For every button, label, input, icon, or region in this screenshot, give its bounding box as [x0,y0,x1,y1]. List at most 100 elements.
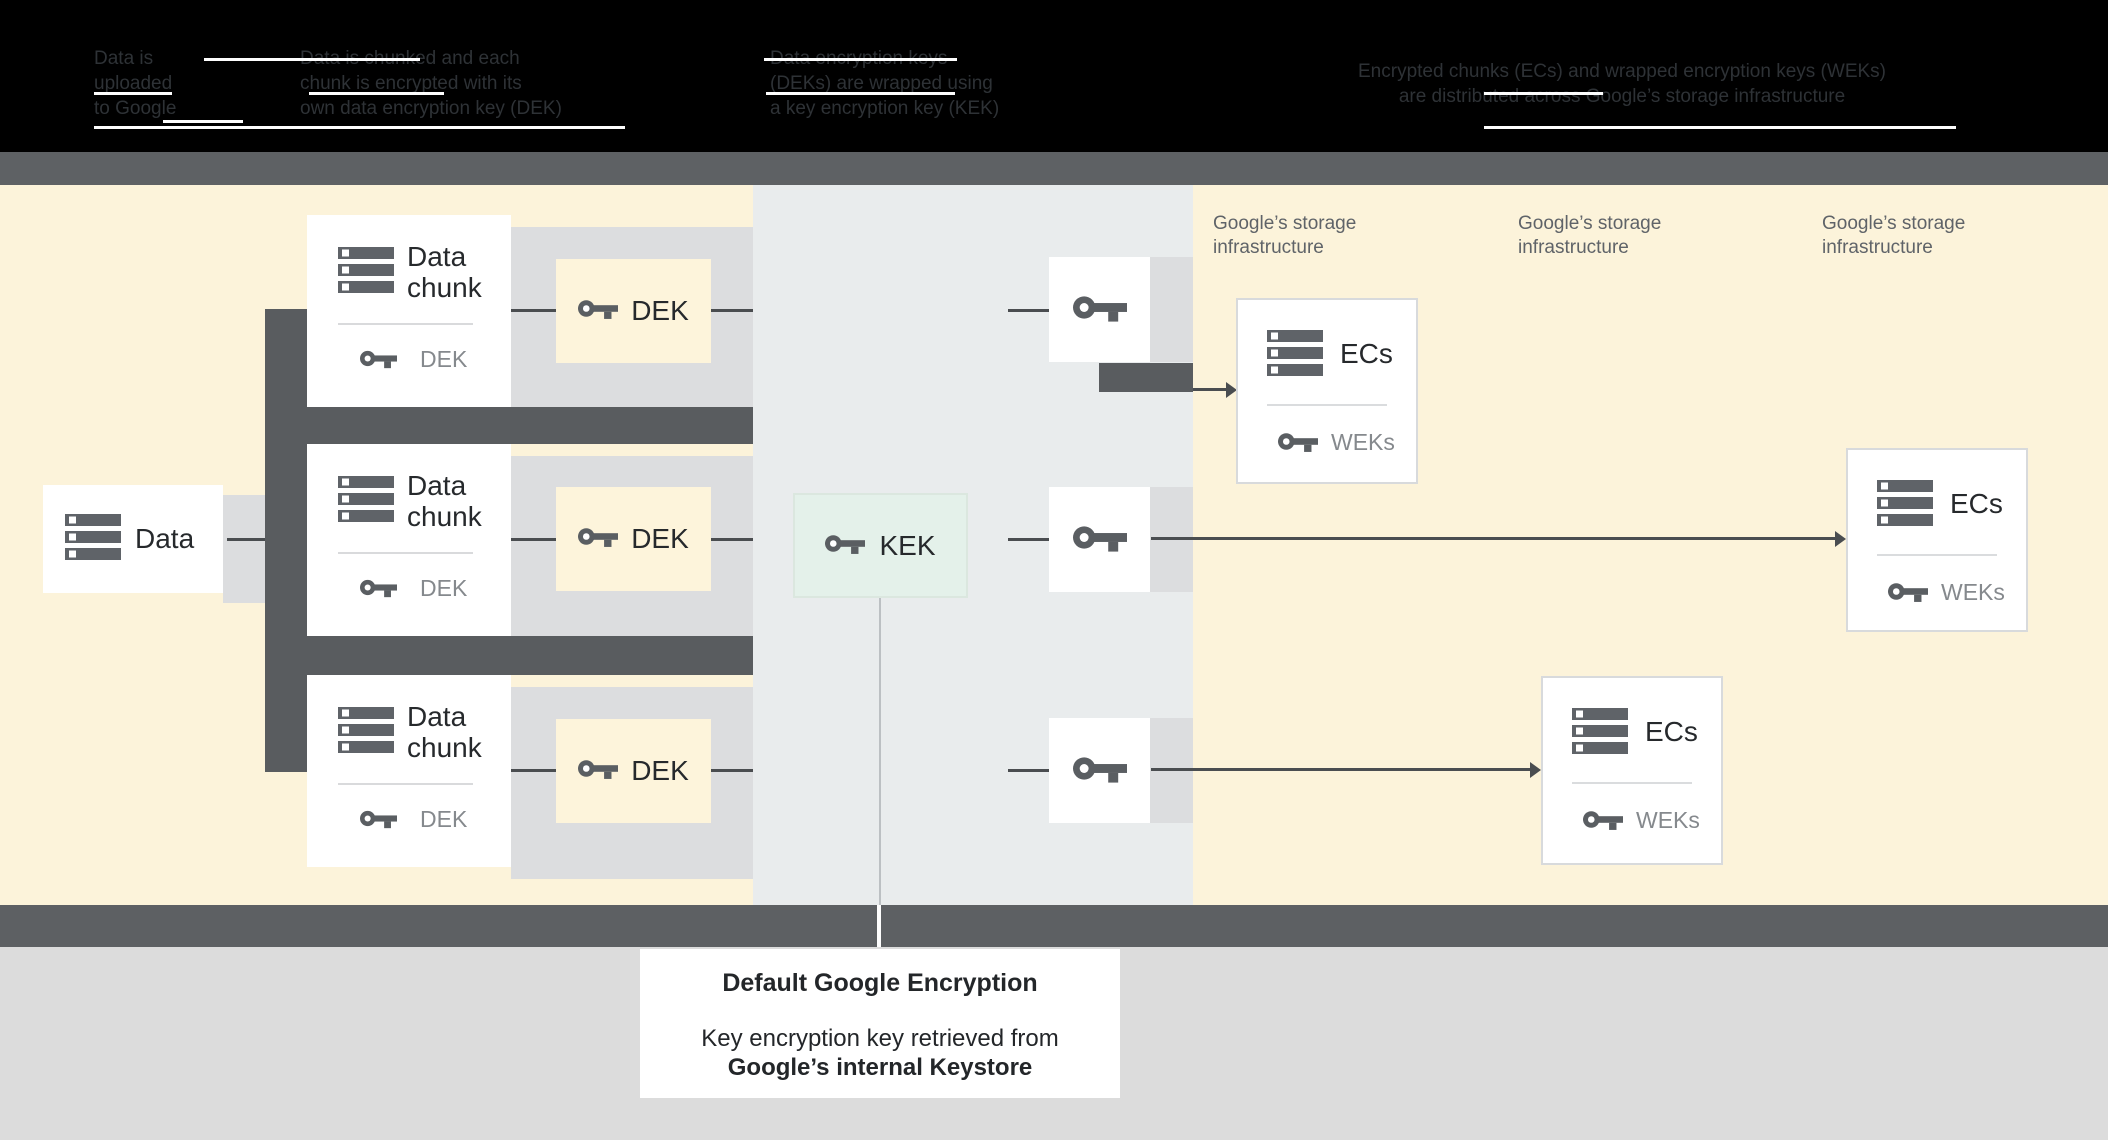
key-icon [578,756,619,786]
divider [1877,554,1997,556]
header-step-2: Data is chunked and each chunk is encryp… [300,46,562,121]
key-icon [360,807,397,835]
chunk-split-bar-1 [265,407,753,444]
key-icon [1888,579,1928,609]
data-chunk-3-label: Data chunk [407,701,482,763]
line-into-wrap2 [1008,538,1049,541]
key-icon [360,347,397,375]
data-chunk-1-dek-label: DEK [420,346,468,372]
arrow-line-to-ecs-3 [1151,768,1533,771]
header-underline-fragment [163,120,243,123]
header-step-4-line-1: Encrypted chunks (ECs) and wrapped encry… [1358,61,1886,82]
chunk-split-trunk [265,309,307,772]
header-step-2-line-3: own data encryption key (DEK) [300,98,562,119]
caption-line-2: Google’s internal Keystore [727,1054,1033,1081]
line-into-wrap1 [1008,309,1049,312]
data-box-label: Data [135,523,195,554]
ecs-box-1-label: ECs [1340,338,1393,369]
arrow-line-to-ecs-2 [1151,537,1838,540]
key-icon [825,531,866,561]
header-underline-fragment [1484,92,1603,95]
header-step-4: Encrypted chunks (ECs) and wrapped encry… [1278,59,1966,109]
header-underline-fragment [309,126,625,129]
line-chunk2-to-dek2 [511,538,556,541]
arrowhead-ecs-3 [1530,762,1541,778]
data-chunk-3-dek-label: DEK [420,806,468,832]
header-step-3: Data encryption keys (DEKs) are wrapped … [770,46,999,121]
server-icon [1267,330,1323,381]
header-step-1-line-3: to Google [94,98,177,119]
kek-caption-connector-line [879,598,881,905]
key-icon [578,524,619,554]
header-band: Data is uploaded to Google Data is chunk… [0,0,2108,152]
bottom-divider-bar [0,905,2108,947]
header-step-3-line-2: (DEKs) are wrapped using [770,73,993,94]
server-icon [1572,708,1628,759]
header-step-4-line-2: are distributed across Google’s storage … [1398,86,1846,107]
server-icon [65,513,121,565]
header-underline-fragment [309,92,444,95]
caption-title: Default Google Encryption [722,969,1038,997]
dek-box-2-label: DEK [631,523,689,554]
arrowhead-ecs-2 [1835,531,1846,547]
data-chunk-box-1: Data chunk DEK [307,215,511,407]
dek-box-1: DEK [556,259,711,363]
arrow-line-to-ecs-1 [1193,388,1228,391]
ecs-box-1-weks-label: WEKs [1331,429,1395,455]
bottom-bar-connector-slit [877,905,881,947]
divider [338,552,473,554]
header-step-1: Data is uploaded to Google [94,46,176,121]
line-chunk3-to-dek3 [511,769,556,772]
storage-label-2: Google’s storage infrastructure [1518,212,1661,260]
storage-label-2-line2: infrastructure [1518,237,1629,258]
header-underline-fragment [1484,126,1956,129]
wrap-key-box-3 [1049,718,1150,823]
caption-line-1: Key encryption key retrieved from [701,1025,1059,1052]
line-dek2-out [711,538,753,541]
header-step-1-line-1: Data is [94,48,154,69]
data-box-shadow [223,495,265,603]
wrap-key-box-1 [1049,257,1150,362]
data-chunk-box-2: Data chunk DEK [307,444,511,636]
line-dek1-out [711,309,753,312]
header-underline-fragment [94,92,172,95]
divider [338,323,473,325]
header-underline-fragment [764,58,957,61]
data-chunk-1-label: Data chunk [407,241,482,303]
storage-label-1: Google’s storage infrastructure [1213,212,1356,260]
header-underline-fragment [94,126,309,129]
wrap-box-1-shadow [1150,257,1193,362]
header-step-2-line-2: chunk is encrypted with its [300,73,522,94]
ecs-box-3-label: ECs [1645,716,1698,747]
wrap-key-box-2 [1049,487,1150,592]
storage-label-3: Google’s storage infrastructure [1822,212,1965,260]
storage-label-3-line1: Google’s storage [1822,213,1966,234]
server-icon [1877,480,1933,531]
storage-label-1-line2: infrastructure [1213,237,1324,258]
key-icon [1072,521,1127,559]
data-chunk-2-label: Data chunk [407,470,482,532]
storage-label-3-line2: infrastructure [1822,237,1933,258]
line-into-wrap3 [1008,769,1049,772]
server-icon [338,476,394,527]
ecs-box-3: ECs WEKs [1541,676,1723,865]
arrowhead-ecs-1 [1226,382,1237,398]
divider [338,783,473,785]
data-chunk-box-3: Data chunk DEK [307,675,511,867]
server-icon [338,247,394,298]
ecs-box-2-label: ECs [1950,488,2003,519]
data-box: Data [43,485,223,593]
key-icon [360,576,397,604]
key-icon [1072,291,1127,329]
kek-box-label: KEK [879,529,936,561]
ecs-box-2: ECs WEKs [1846,448,2028,632]
line-dek3-out [711,769,753,772]
ecs-box-1: ECs WEKs [1236,298,1418,484]
wrapped-key-flow-bar [1099,363,1193,392]
key-icon [578,296,619,326]
server-icon [338,707,394,758]
storage-label-1-line1: Google’s storage [1213,213,1357,234]
top-divider-bar [0,152,2108,185]
data-chunk-2-dek-label: DEK [420,575,468,601]
